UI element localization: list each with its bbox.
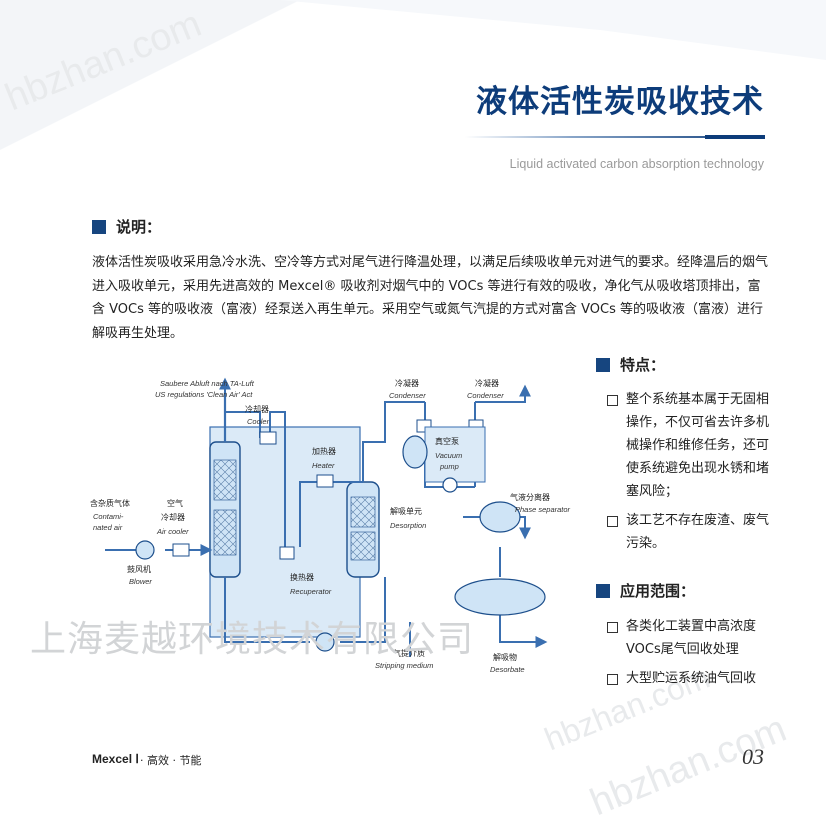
- contaminated-label: Contami-: [93, 512, 124, 521]
- square-bullet-icon: [596, 357, 610, 372]
- cooler-box: [259, 431, 277, 445]
- stripping-label: 气提介质: [393, 648, 425, 658]
- checkbox-outline-icon: [607, 674, 618, 685]
- page-title: 液体活性炭吸收技术: [476, 84, 764, 120]
- features-heading: 特点：: [596, 354, 665, 375]
- footer-brand: Mexcel Ⅰ: [92, 752, 139, 766]
- recuperator-box: [279, 546, 295, 560]
- cooler-label: Cooler: [247, 417, 270, 426]
- heater-label: 加热器: [312, 446, 336, 456]
- condenser-label: 冷凝器: [475, 378, 499, 388]
- phase-separator-label: Phase separator: [515, 505, 571, 514]
- blower-label: Blower: [129, 577, 152, 586]
- title-divider: [465, 136, 765, 138]
- footer-tagline: · 高效 · 节能: [140, 754, 202, 767]
- description-text: 液体活性炭吸收采用急冷水洗、空冷等方式对尾气进行降温处理，以满足后续吸收单元对进…: [92, 255, 769, 341]
- air-cooler-label: Air cooler: [156, 527, 189, 536]
- features-heading-label: 特点：: [620, 356, 666, 374]
- heater-label: Heater: [312, 461, 335, 470]
- desorption-label: 解吸单元: [390, 506, 422, 516]
- page-number: 03: [742, 744, 764, 769]
- condenser-drum: [402, 435, 428, 469]
- air-cooler-label: 冷却器: [161, 512, 185, 522]
- condenser-label: Condenser: [389, 391, 426, 400]
- description-heading-label: 说明：: [116, 218, 162, 236]
- desorbate-tank: [454, 578, 546, 616]
- air-cooler-box: [172, 543, 190, 557]
- feature-text: 整个系统基本属于无固相操作，不仅可省去许多机械操作和维修任务，还可使系统避免出现…: [626, 392, 770, 499]
- blower-icon: [135, 540, 155, 560]
- vacuum-label: Vacuum: [435, 451, 462, 460]
- process-flow-diagram: Saubere Abluft nach TA-Luft US regulatio…: [90, 377, 571, 674]
- square-bullet-icon: [596, 583, 610, 598]
- cooler-label: 冷却器: [245, 404, 269, 414]
- blower-label: 鼓风机: [127, 564, 151, 574]
- phase-separator: [479, 501, 521, 533]
- checkbox-outline-icon: [607, 516, 618, 527]
- vacuum-label: pump: [439, 462, 459, 471]
- features-list: 整个系统基本属于无固相操作，不仅可省去许多机械操作和维修任务，还可使系统避免出现…: [607, 388, 777, 561]
- clean-air-label: US regulations 'Clean Air' Act: [155, 390, 253, 399]
- pump-icon: [315, 632, 335, 652]
- air-cooler-label: 空气: [167, 498, 183, 508]
- list-item: 该工艺不存在废渣、废气污染。: [607, 509, 777, 555]
- feature-text: 该工艺不存在废渣、废气污染。: [626, 513, 770, 551]
- recuperator-label: Recuperator: [290, 587, 332, 596]
- checkbox-outline-icon: [607, 622, 618, 633]
- contaminated-label: 含杂质气体: [90, 498, 130, 508]
- title-divider-accent: [705, 135, 765, 139]
- square-bullet-icon: [92, 219, 106, 234]
- vacuum-pump-icon: [442, 477, 458, 493]
- company-watermark: 上海麦越环境技术有限公司: [30, 619, 475, 660]
- clean-air-label: Saubere Abluft nach TA-Luft: [160, 379, 255, 388]
- desorption-label: Desorption: [390, 521, 426, 530]
- page-subtitle: Liquid activated carbon absorption techn…: [509, 157, 764, 171]
- applications-list: 各类化工装置中高浓度VOCs尾气回收处理 大型贮运系统油气回收: [607, 615, 777, 696]
- desorbate-label: 解吸物: [493, 652, 517, 662]
- contaminated-label: nated air: [93, 523, 123, 532]
- application-text: 各类化工装置中高浓度VOCs尾气回收处理: [626, 619, 757, 657]
- application-text: 大型贮运系统油气回收: [626, 671, 757, 686]
- applications-heading-label: 应用范围：: [620, 582, 696, 600]
- recuperator-label: 换热器: [290, 572, 314, 582]
- heater-box: [316, 474, 334, 488]
- condenser-label: Condenser: [467, 391, 504, 400]
- desorption-column: [346, 481, 380, 578]
- list-item: 各类化工装置中高浓度VOCs尾气回收处理: [607, 615, 777, 661]
- list-item: 整个系统基本属于无固相操作，不仅可省去许多机械操作和维修任务，还可使系统避免出现…: [607, 388, 777, 503]
- checkbox-outline-icon: [607, 395, 618, 406]
- stripping-label: Stripping medium: [375, 661, 433, 670]
- desorbate-label: Desorbate: [490, 665, 525, 674]
- vacuum-label: 真空泵: [435, 436, 459, 446]
- condenser-label: 冷凝器: [395, 378, 419, 388]
- list-item: 大型贮运系统油气回收: [607, 667, 777, 690]
- applications-heading: 应用范围：: [596, 580, 695, 601]
- absorber-column: [209, 377, 241, 578]
- phase-separator-label: 气液分离器: [510, 492, 550, 502]
- description-heading: 说明：: [92, 216, 161, 237]
